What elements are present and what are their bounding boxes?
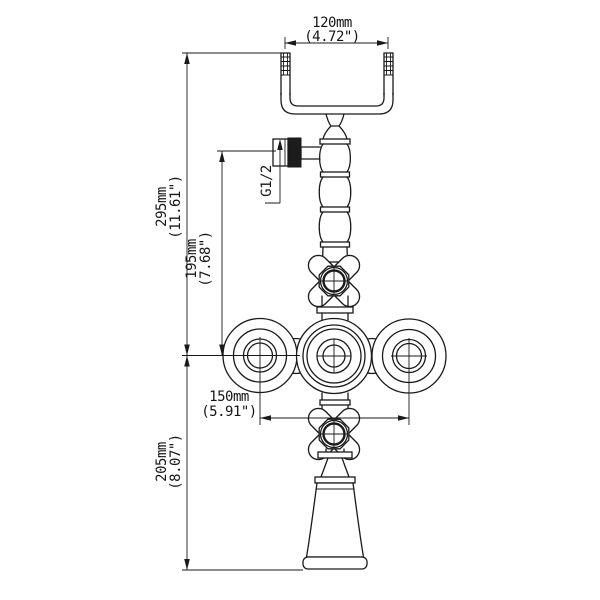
dim-text-top-imperial: (4.72") [304, 29, 360, 45]
screw-cross-icon [320, 420, 348, 448]
dim-total-height [182, 52, 300, 356]
dim-top-width [284, 37, 389, 49]
cross-handle-bottom [307, 407, 361, 461]
dim-text-center-imperial: (5.91") [201, 404, 257, 420]
dim-text-total-metric: 295mm [154, 187, 170, 227]
dim-text-bottom-metric: 205mm [154, 442, 170, 482]
dim-text-inner-imperial: (7.68") [198, 231, 214, 287]
cradle-post-right [383, 52, 394, 96]
thread-leader [265, 139, 283, 204]
cradle-post-left [280, 52, 291, 96]
fitting-nut [287, 137, 302, 168]
dim-bottom-height [182, 355, 303, 571]
check-valve-fitting [272, 137, 321, 168]
dim-center-width [259, 337, 410, 425]
dim-text-inner-metric: 195mm [184, 239, 200, 279]
center-boss [295, 317, 373, 395]
screw-cross-icon [320, 267, 348, 295]
thread-size-label: G1/2 [259, 165, 275, 197]
cradle-u-inner [289, 92, 385, 107]
handset-cradle [280, 52, 394, 140]
faucet-fixture [222, 52, 447, 570]
dim-text-bottom-imperial: (8.07") [168, 434, 184, 490]
spout-base-flange [302, 556, 368, 570]
cross-handle-top [307, 254, 361, 308]
dim-text-total-imperial: (11.61") [168, 175, 184, 238]
valve-body [222, 317, 447, 395]
cradle-u-outer [280, 92, 394, 115]
tub-spout [302, 448, 368, 570]
dim-text-top-metric: 120mm [312, 15, 352, 31]
dim-text-center-metric: 150mm [209, 389, 249, 405]
fitting-cap [272, 138, 289, 167]
fitting-neck [300, 146, 321, 160]
cradle-stem [322, 113, 348, 140]
riser-column [316, 138, 354, 268]
dim-inner-height [217, 150, 276, 356]
dimension-annotations: 120mm (4.72") 295mm (11.61") 195mm (7.68… [154, 15, 410, 571]
center-cross-icon [317, 339, 351, 373]
